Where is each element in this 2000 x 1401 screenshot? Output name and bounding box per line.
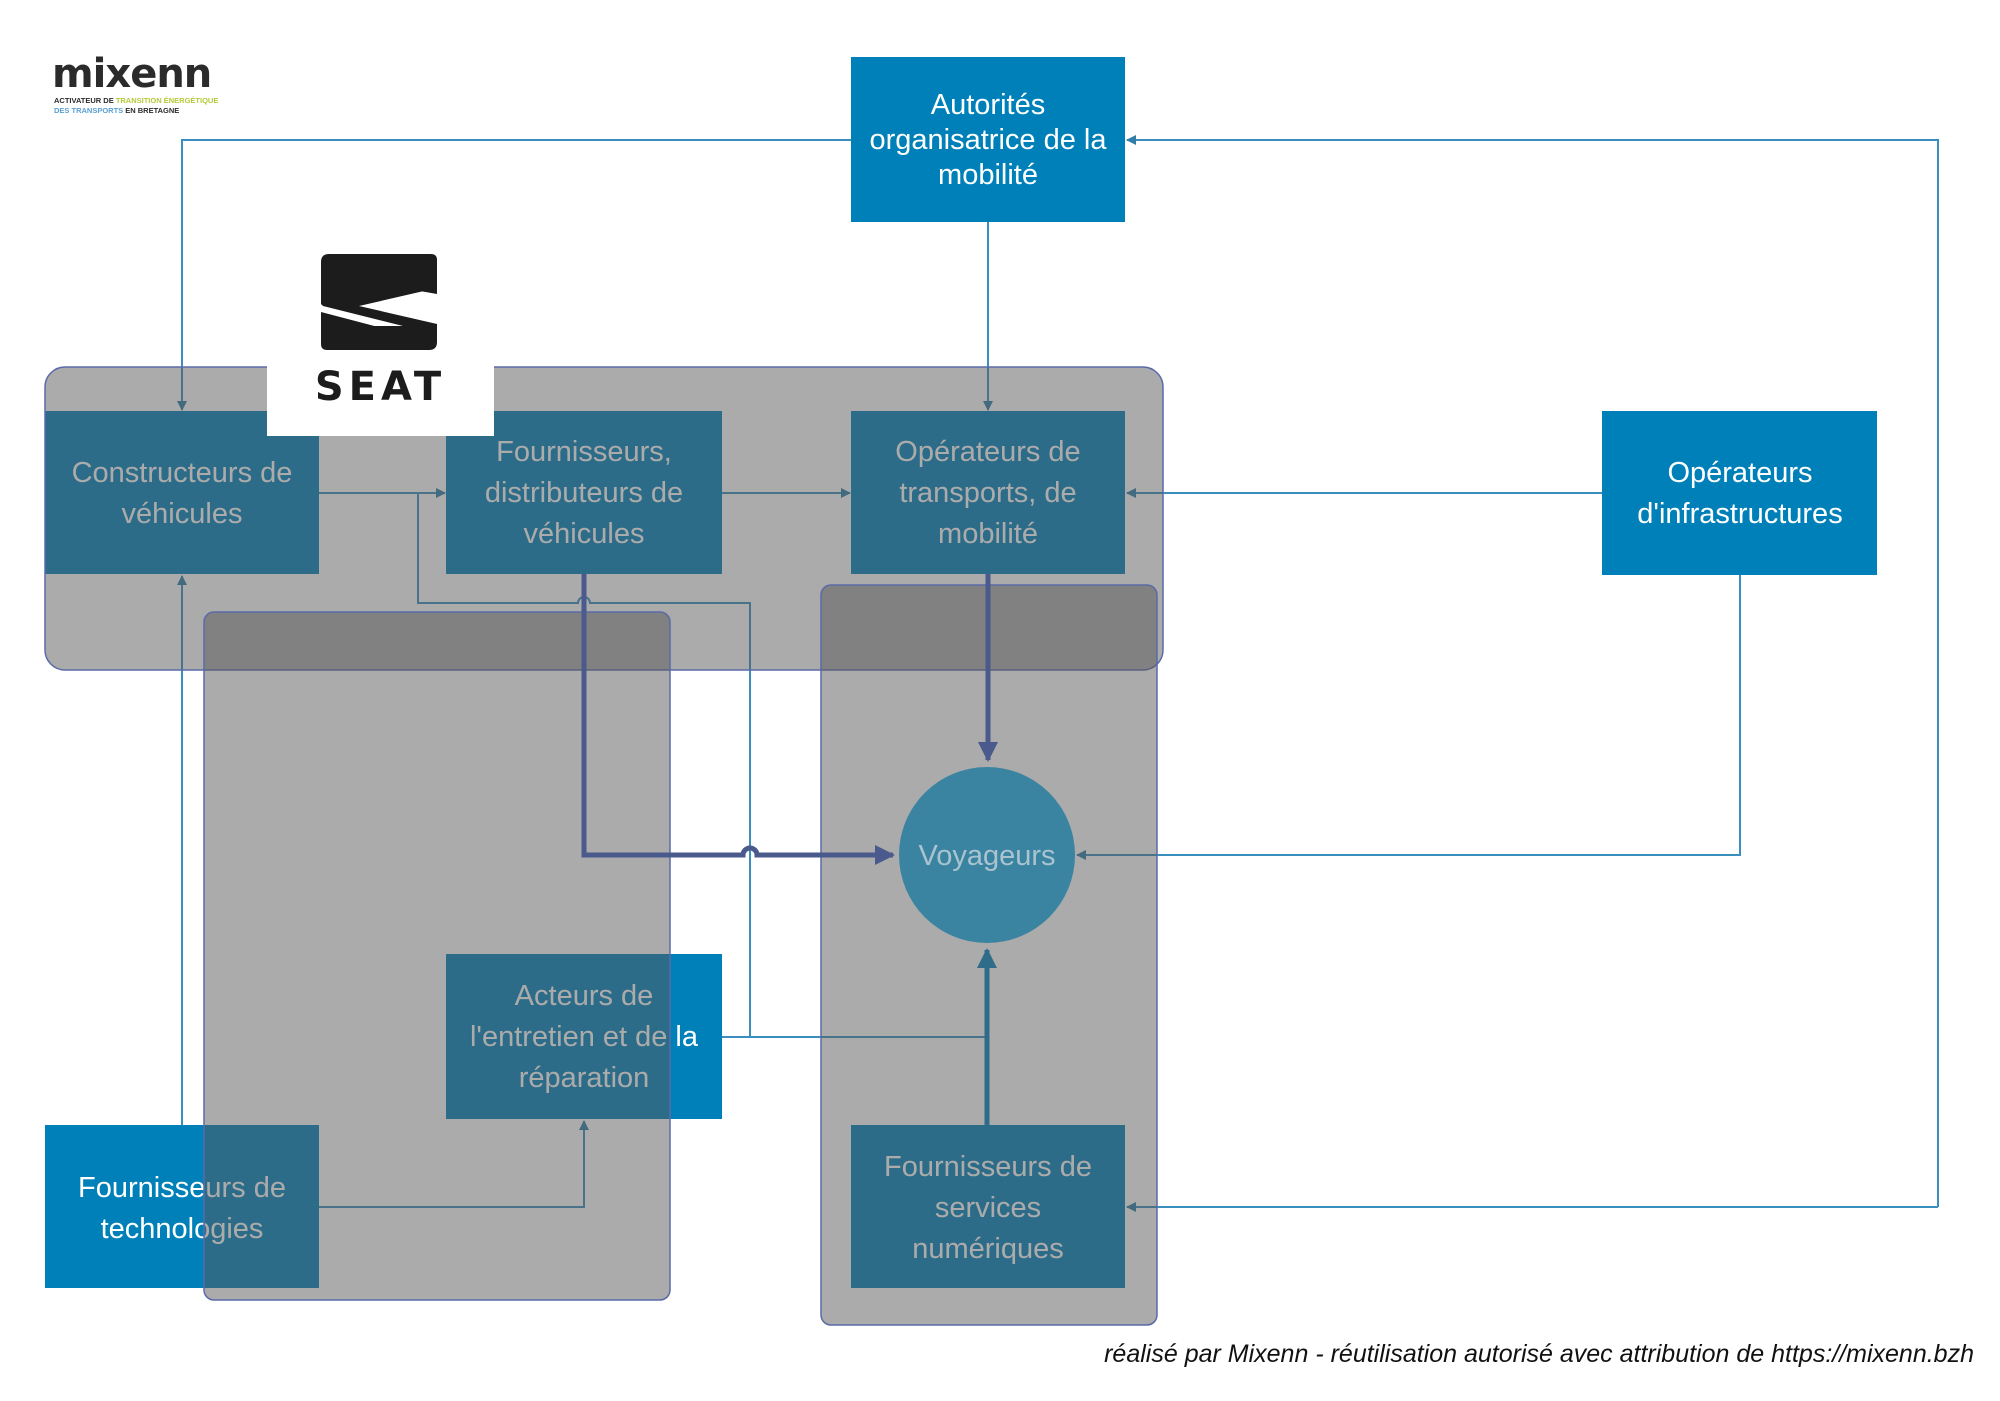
connector-right-loop-to-autorites [1126, 135, 1939, 1207]
mixenn-logo-word: mixenn [52, 51, 212, 97]
node-autorites[interactable] [851, 57, 1125, 222]
attribution-footer: réalisé par Mixenn - réutilisation autor… [1104, 1340, 1974, 1368]
node-label: Autorités [931, 89, 1045, 121]
seat-wordmark: SEAT [314, 364, 447, 410]
node-label: organisatrice de la [870, 124, 1108, 156]
tagline-part: EN BRETAGNE [125, 106, 180, 115]
node-label: mobilité [938, 159, 1038, 191]
seat-s-icon [321, 254, 437, 350]
node-label: Voyageurs [918, 840, 1055, 872]
tagline-part: TRANSITION ÉNERGÉTIQUE [115, 96, 219, 105]
connector-infra-to-voyageurs [1076, 575, 1741, 860]
node-voyageurs[interactable] [899, 767, 1075, 943]
node-label: d'infrastructures [1637, 498, 1842, 530]
svg-text:Voyageurs: Voyageurs [918, 840, 1055, 872]
connectors-thick [581, 574, 998, 1125]
seat-logo: SEAT [267, 242, 494, 436]
mixenn-logo: mixenn ACTIVATEUR DE TRANSITION ÉNERGÉTI… [52, 52, 222, 122]
tagline-part: DES TRANSPORTS [54, 106, 126, 115]
connector-fournisseurs-to-voyageurs [581, 574, 895, 865]
node-label: Opérateurs [1667, 457, 1812, 489]
node-operateurs-infrastructures[interactable] [1602, 411, 1877, 575]
mixenn-logo-tagline: ACTIVATEUR DE TRANSITION ÉNERGÉTIQUE DES… [54, 96, 218, 116]
connector-autorites-to-constructeurs [177, 139, 851, 411]
group-maintenance [203, 611, 671, 1301]
node-voyageurs-group: Voyageurs [899, 767, 1075, 943]
tagline-part: ACTIVATEUR DE [54, 96, 116, 105]
